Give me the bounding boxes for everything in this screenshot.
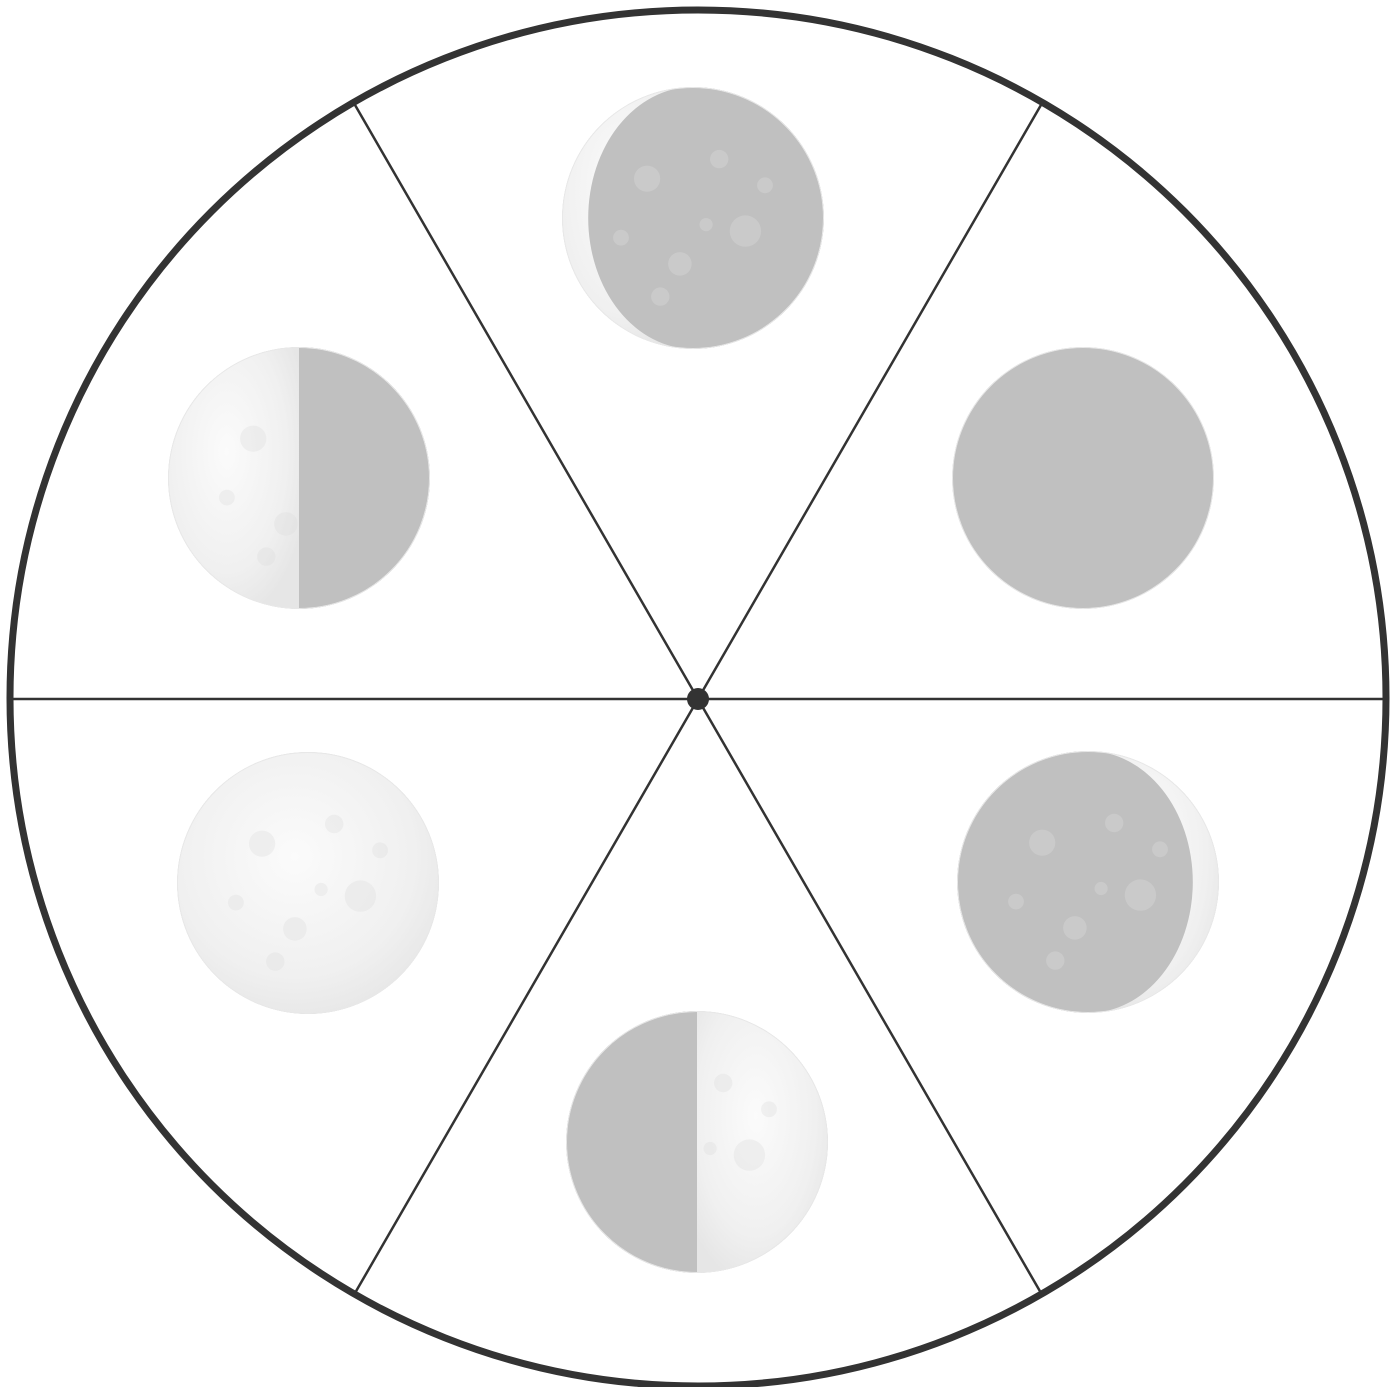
waning-crescent-moon — [562, 87, 824, 349]
center-hub — [687, 688, 709, 710]
full-moon-moon — [177, 752, 439, 1014]
first-quarter-moon — [566, 1011, 828, 1273]
third-quarter-moon — [168, 347, 430, 609]
moon-phases — [168, 87, 1219, 1273]
new-moon-moon — [952, 347, 1214, 609]
waxing-crescent-moon — [957, 751, 1219, 1013]
